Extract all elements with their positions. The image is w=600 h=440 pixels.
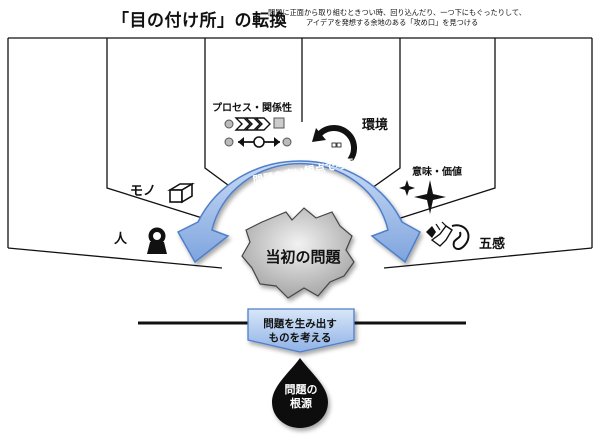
person-keyhole-icon: [147, 227, 167, 254]
process-arrows-icon: [224, 117, 292, 148]
segment-label-person: 人: [114, 232, 128, 247]
diagram-title: 「目の付け所」の転換: [112, 11, 287, 31]
root-line-1: 問題の: [284, 383, 318, 396]
subtitle-line-1: 問題に正面から取り組むときつい時、回り込んだり、一つ下にもぐったりして、: [268, 8, 526, 17]
segment-label-process: プロセス・関係性: [212, 103, 292, 114]
environment-arc-icon: [312, 125, 357, 162]
center-problem-label: 当初の問題: [265, 248, 341, 266]
root-line-2: 根源: [290, 397, 312, 410]
diagram-subtitle: 問題に正面から取り組むときつい時、回り込んだり、一つ下にもぐったりして、 アイデ…: [268, 8, 598, 28]
fan-divider-1: [106, 38, 216, 223]
segment-label-thing: モノ: [130, 184, 157, 199]
dig-deeper-arrow: [247, 308, 355, 353]
fan-bottom-right: [383, 247, 593, 269]
fan-divider-5: [387, 38, 496, 223]
fan-bottom-left: [7, 247, 223, 269]
dig-deeper-line-1: 問題を生み出す: [263, 318, 337, 330]
root-label: 問題の 根源: [276, 383, 326, 411]
senses-hand-ear-icon: [426, 221, 470, 250]
broad-view-arrow: [176, 160, 421, 264]
dig-deeper-label: 問題を生み出す ものを考える: [246, 317, 354, 345]
dig-deeper-line-2: ものを考える: [268, 332, 332, 344]
segment-label-environment: 環境: [362, 118, 389, 133]
cube-icon: [167, 182, 195, 204]
root-drop: [272, 358, 328, 428]
perspective-fan: [7, 37, 593, 269]
segment-label-senses: 五感: [479, 237, 506, 252]
fan-divider-4: [371, 38, 401, 189]
initial-problem-blob: [241, 207, 355, 299]
fan-divider-2: [204, 38, 233, 189]
sparkle-icon: [399, 180, 446, 214]
segment-label-meaning: 意味・価値: [412, 167, 462, 178]
subtitle-line-2: アイデアを発想する余地のある「攻め口」を見つける: [306, 18, 479, 27]
